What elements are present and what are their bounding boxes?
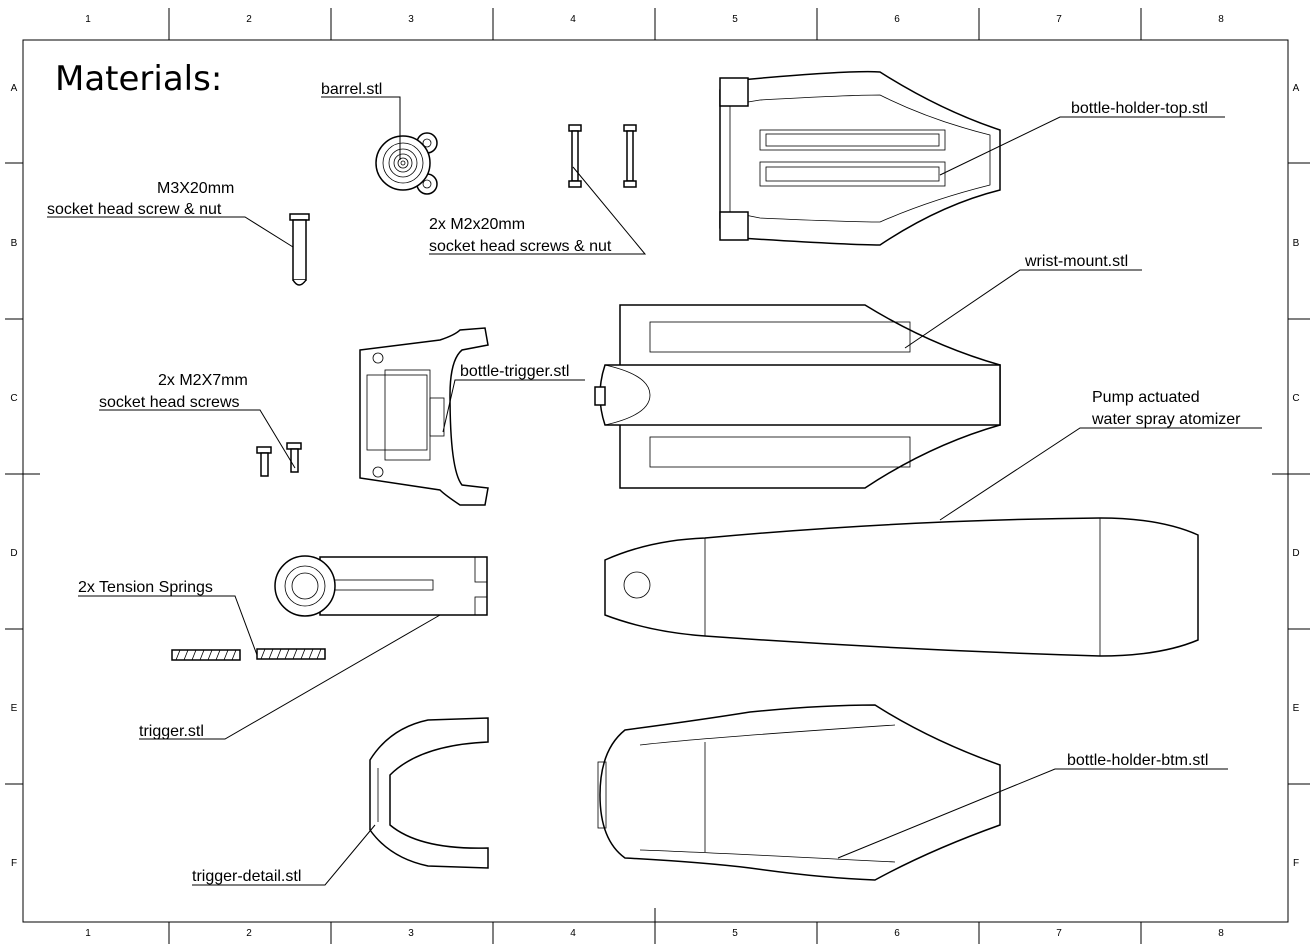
col-label: 4 <box>570 928 576 939</box>
bottle-trigger-part <box>359 327 489 506</box>
col-label: 7 <box>1056 928 1062 939</box>
trigger-detail-part <box>369 717 489 869</box>
row-labels-right: A B C D E F <box>1292 83 1299 869</box>
leader-bottle-holder-btm <box>837 768 1228 859</box>
col-label: 8 <box>1218 14 1224 25</box>
column-ticks <box>5 8 1310 944</box>
row-labels-left: A B C D E F <box>10 83 17 869</box>
row-label: E <box>1293 703 1300 714</box>
column-labels-top: 1 2 3 4 5 6 7 8 <box>85 14 1224 25</box>
row-label: B <box>1293 238 1300 249</box>
label-trigger-detail: trigger-detail.stl <box>192 868 301 885</box>
row-label: D <box>10 548 17 559</box>
bottle-holder-btm-part <box>597 704 1001 881</box>
row-label: F <box>11 858 17 869</box>
col-label: 7 <box>1056 14 1062 25</box>
leader-trigger-detail <box>192 824 376 886</box>
label-bottle-holder-btm: bottle-holder-btm.stl <box>1067 752 1208 769</box>
column-labels-bottom: 1 2 3 4 5 6 7 8 <box>85 928 1224 939</box>
row-label: C <box>10 393 17 404</box>
label-bottle-holder-top: bottle-holder-top.stl <box>1071 100 1208 117</box>
leader-m2x7 <box>99 409 296 469</box>
leader-trigger <box>139 614 441 740</box>
leader-pump <box>939 427 1262 521</box>
leader-m2x20 <box>429 166 647 255</box>
tension-springs-part <box>171 648 326 661</box>
m2x7-screws-part <box>256 442 302 477</box>
col-label: 1 <box>85 14 91 25</box>
col-label: 1 <box>85 928 91 939</box>
col-label: 3 <box>408 928 414 939</box>
row-label: A <box>11 83 18 94</box>
col-label: 4 <box>570 14 576 25</box>
m2x20-screws-part <box>568 124 637 188</box>
row-label: F <box>1293 858 1299 869</box>
label-trigger: trigger.stl <box>139 723 204 740</box>
leader-barrel <box>321 96 401 160</box>
row-label: B <box>11 238 18 249</box>
row-label: C <box>1292 393 1299 404</box>
leader-bottle-trigger <box>442 379 585 433</box>
row-label: A <box>1293 83 1300 94</box>
leader-m3 <box>47 216 294 248</box>
label-m3-size: M3X20mm <box>157 180 234 197</box>
leader-springs <box>78 595 258 656</box>
page-title: Materials: <box>55 59 222 99</box>
label-springs: 2x Tension Springs <box>78 579 213 596</box>
col-label: 5 <box>732 928 738 939</box>
label-m2x20-size: 2x M2x20mm <box>429 216 525 233</box>
label-barrel: barrel.stl <box>321 81 382 98</box>
label-m3-desc: socket head screw & nut <box>47 201 222 218</box>
col-label: 3 <box>408 14 414 25</box>
bottle-holder-top-part <box>719 70 1001 246</box>
barrel-part <box>375 132 438 195</box>
m3-screw-part <box>289 213 310 286</box>
label-m2x7-desc: socket head screws <box>99 394 240 411</box>
pump-atomizer-part <box>604 517 1199 657</box>
wrist-mount-part <box>594 304 1001 489</box>
label-bottle-trigger: bottle-trigger.stl <box>460 363 569 380</box>
row-label: D <box>1292 548 1299 559</box>
leader-wrist-mount <box>904 269 1142 349</box>
leader-bottle-holder-top <box>939 116 1225 176</box>
col-label: 5 <box>732 14 738 25</box>
col-label: 2 <box>246 928 252 939</box>
label-m2x7-size: 2x M2X7mm <box>158 372 248 389</box>
col-label: 6 <box>894 928 900 939</box>
col-label: 8 <box>1218 928 1224 939</box>
row-label: E <box>11 703 18 714</box>
label-wrist-mount: wrist-mount.stl <box>1024 253 1128 270</box>
label-pump-line1: Pump actuated <box>1092 389 1200 406</box>
col-label: 6 <box>894 14 900 25</box>
label-m2x20-desc: socket head screws & nut <box>429 238 612 255</box>
trigger-part <box>274 555 488 617</box>
col-label: 2 <box>246 14 252 25</box>
label-pump-line2: water spray atomizer <box>1091 411 1241 428</box>
